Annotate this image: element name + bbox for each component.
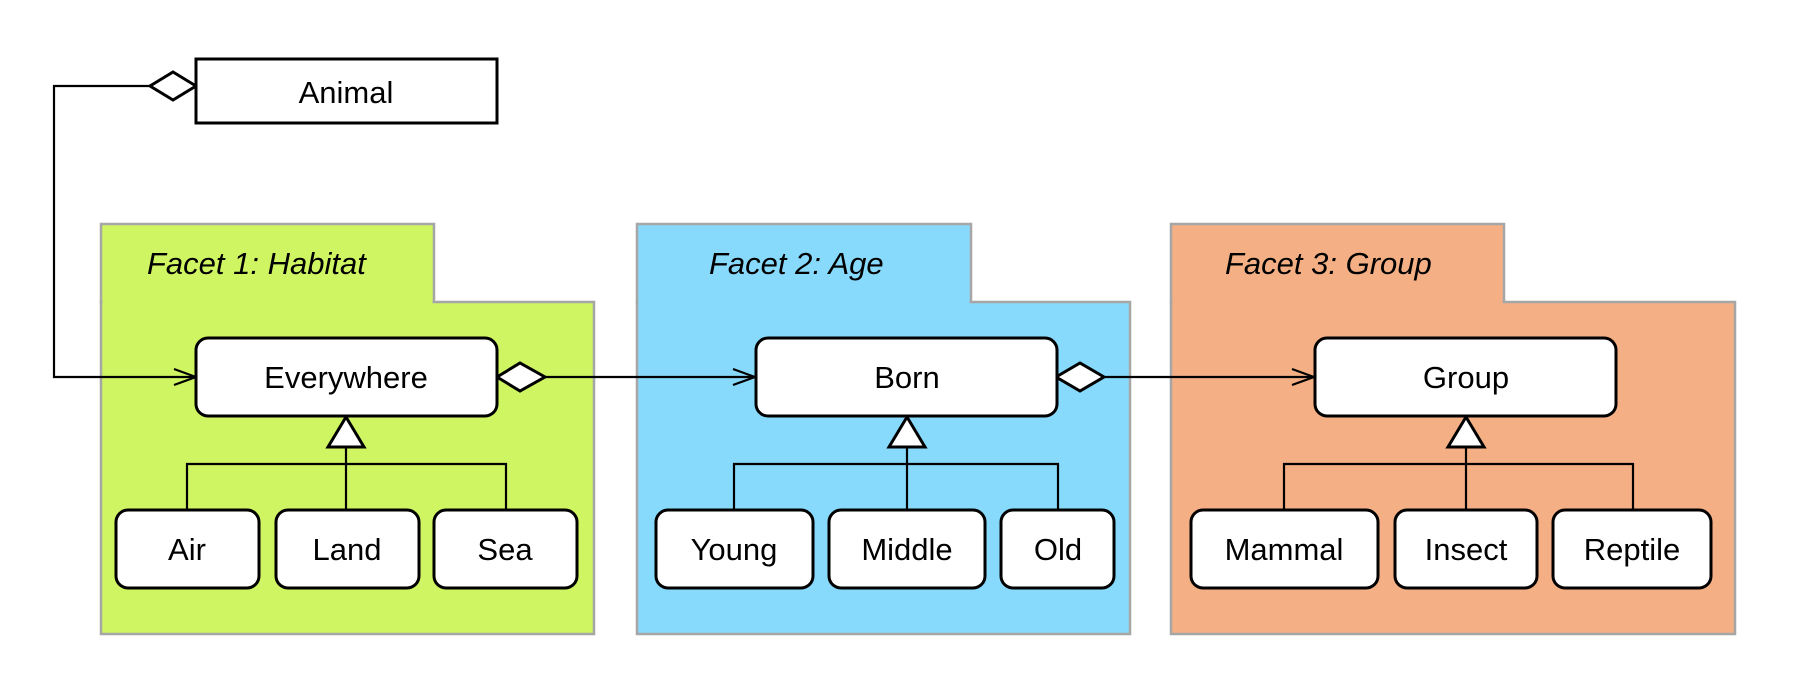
reptile-node: Reptile: [1551, 508, 1713, 590]
insect-label: Insect: [1425, 532, 1508, 567]
generalization-triangle-icon: [886, 414, 928, 449]
facet-1-tab: [99, 222, 436, 305]
born-node: Born: [754, 336, 1059, 418]
aggregation-diamond-icon: [1053, 361, 1107, 393]
sea-label: Sea: [477, 532, 533, 567]
generalization-triangle-icon: [1445, 414, 1487, 449]
group-label: Group: [1423, 360, 1509, 395]
young-label: Young: [691, 532, 778, 567]
aggregation-diamond-icon: [147, 70, 199, 102]
mammal-node: Mammal: [1189, 508, 1380, 590]
middle-node: Middle: [827, 508, 987, 590]
animal-label: Animal: [299, 75, 394, 110]
sea-node: Sea: [432, 508, 579, 590]
facet-3-tab: [1169, 222, 1506, 305]
generalization-facet-1: [185, 414, 508, 510]
aggregation-born-group: [1053, 361, 1314, 393]
everywhere-label: Everywhere: [264, 360, 428, 395]
born-label: Born: [874, 360, 939, 395]
generalization-triangle-icon: [325, 414, 367, 449]
facet-2-tab: [635, 222, 973, 305]
reptile-label: Reptile: [1584, 532, 1681, 567]
generalization-facet-3: [1282, 414, 1635, 510]
old-node: Old: [999, 508, 1116, 590]
facet-3-title: Facet 3: Group: [1225, 246, 1432, 281]
aggregation-animal-everywhere: [52, 70, 199, 377]
facet-2-title: Facet 2: Age: [709, 246, 884, 281]
group-node: Group: [1313, 336, 1618, 418]
old-label: Old: [1034, 532, 1082, 567]
facet-1-title: Facet 1: Habitat: [147, 246, 367, 281]
land-label: Land: [313, 532, 382, 567]
middle-label: Middle: [861, 532, 952, 567]
insect-node: Insect: [1393, 508, 1539, 590]
air-node: Air: [114, 508, 261, 590]
young-node: Young: [654, 508, 815, 590]
everywhere-node: Everywhere: [194, 336, 499, 418]
generalization-facet-2: [732, 414, 1060, 510]
mammal-label: Mammal: [1225, 532, 1344, 567]
animal-class-box: Animal: [194, 57, 499, 125]
land-node: Land: [274, 508, 421, 590]
aggregation-everywhere-born: [494, 361, 755, 393]
aggregation-diamond-icon: [494, 361, 549, 393]
air-label: Air: [168, 532, 206, 567]
